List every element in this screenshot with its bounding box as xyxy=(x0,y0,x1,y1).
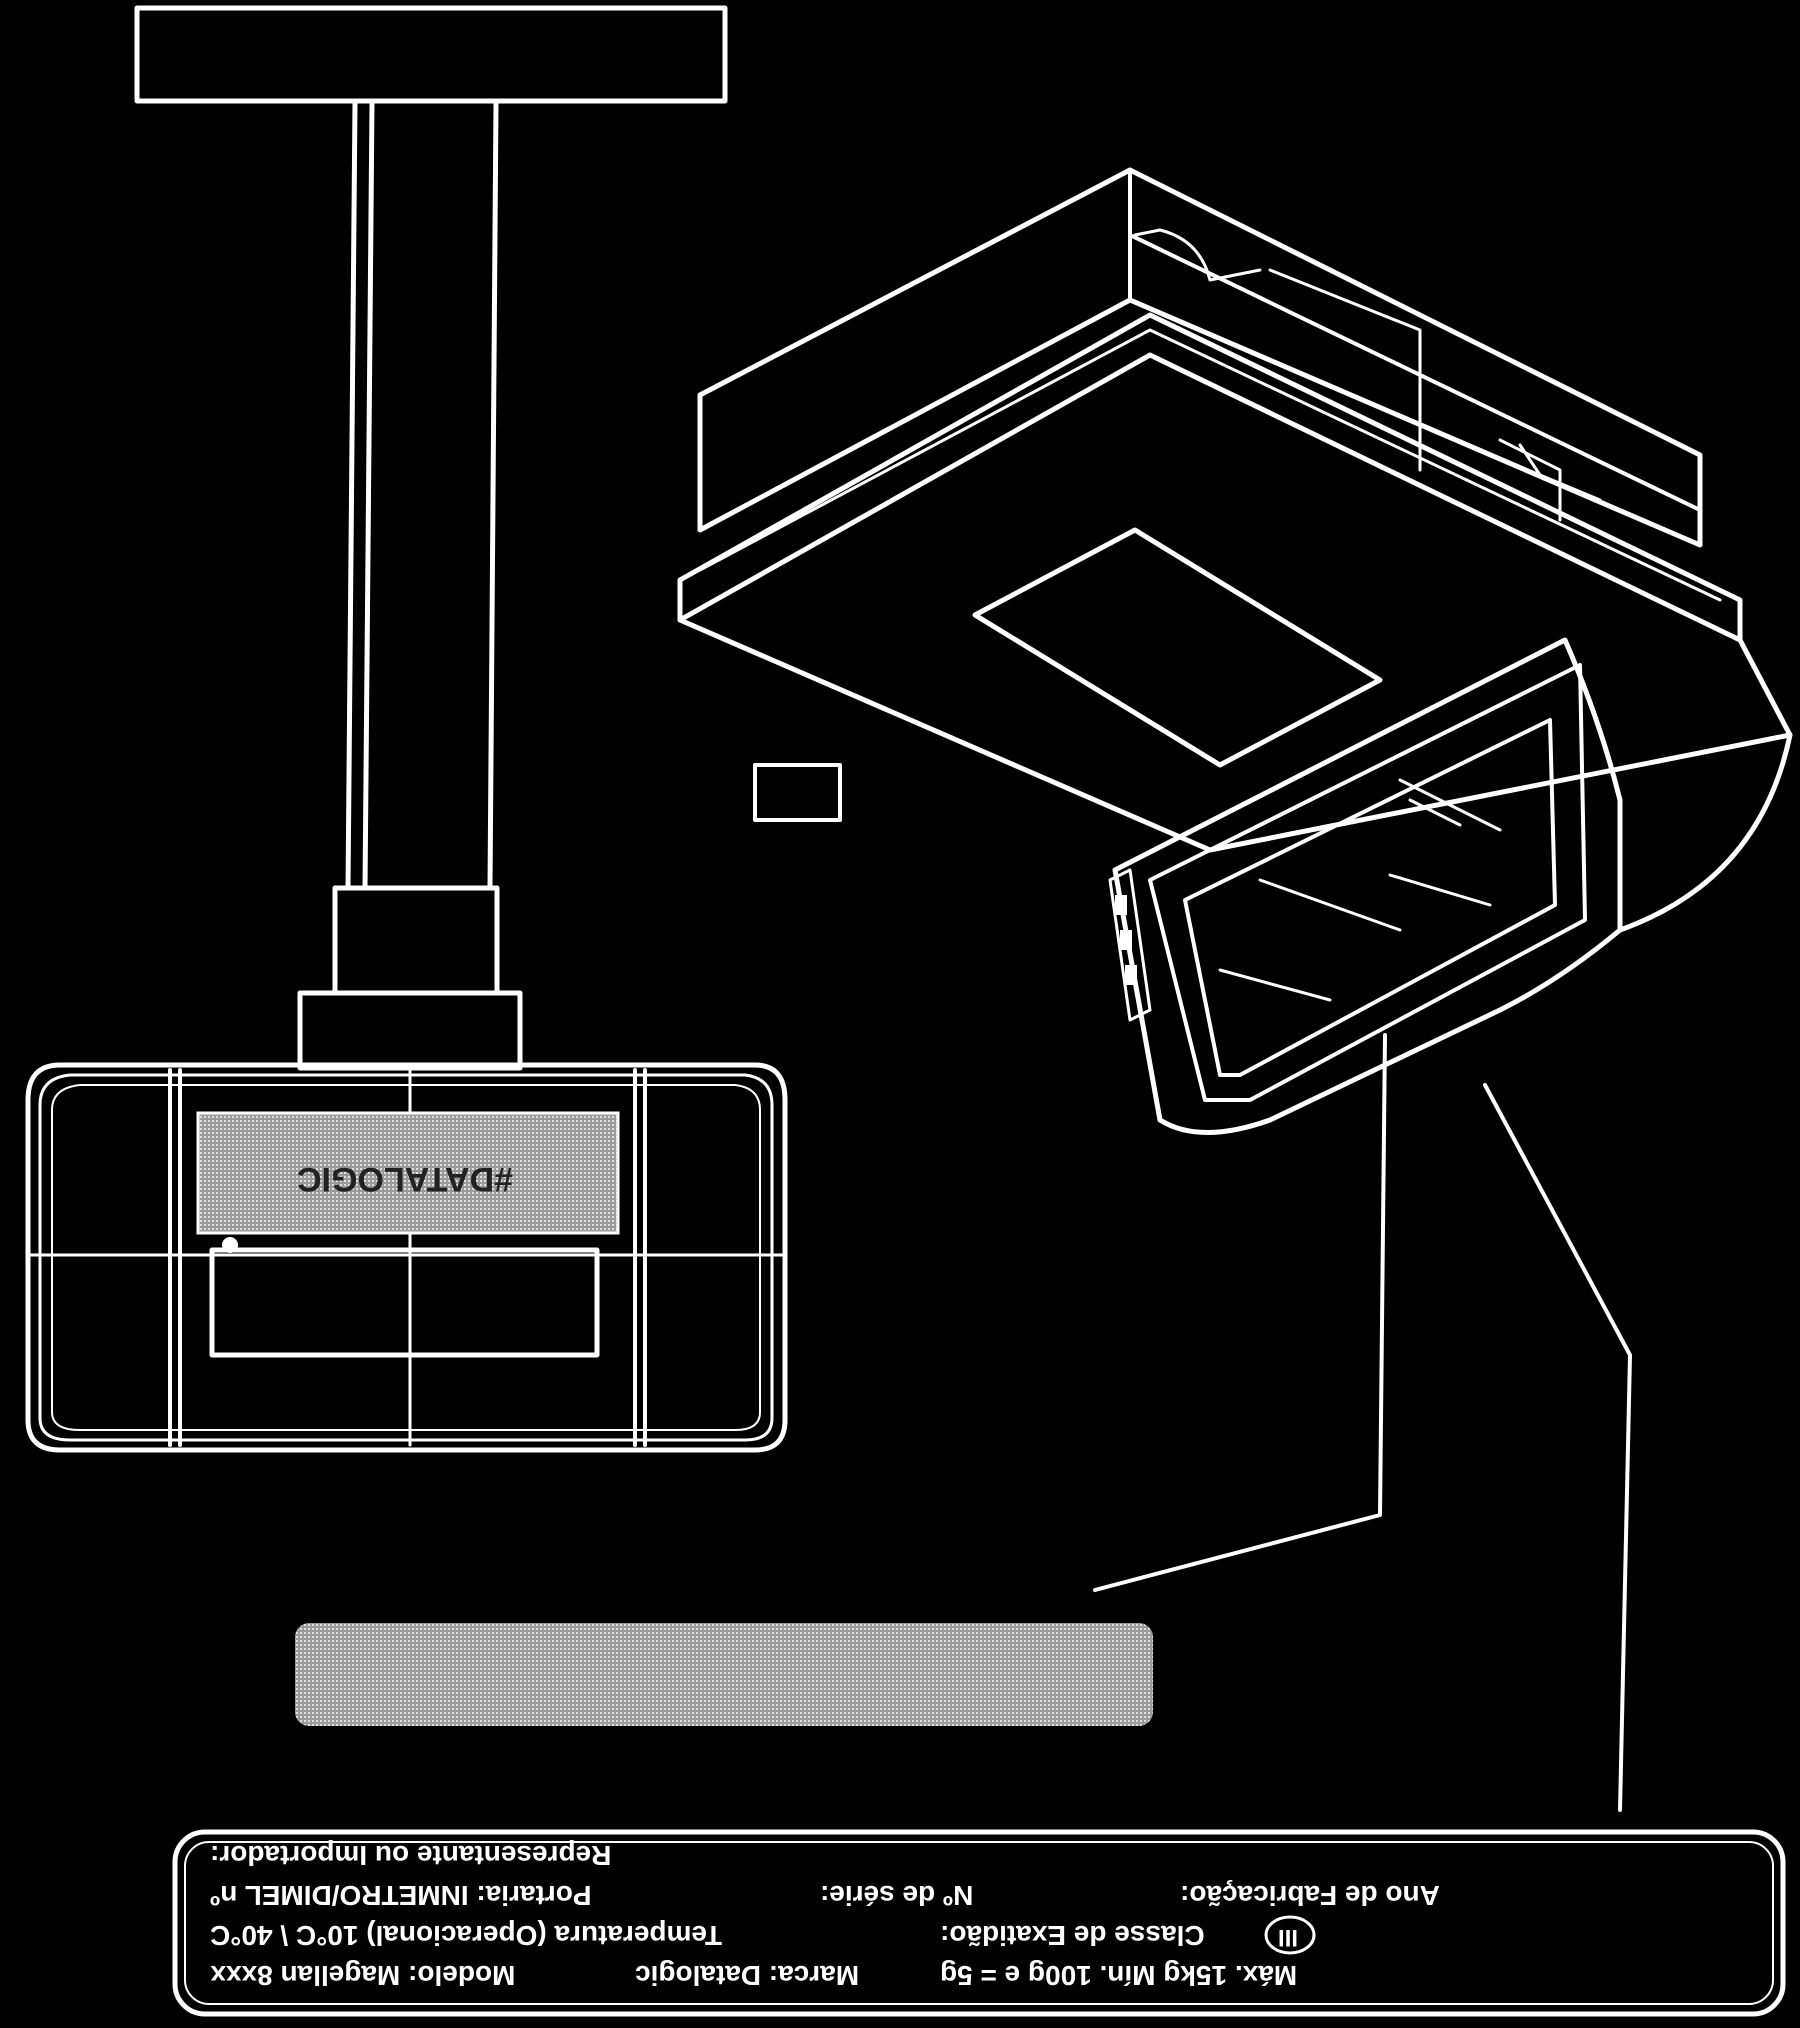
display-tower: #DATALOGIC xyxy=(25,5,788,1453)
plate-line-accuracy-class: Classe de Exatidão: xyxy=(940,1920,1205,1951)
tower-collar xyxy=(332,885,500,996)
vertical-glass-frame xyxy=(1183,718,1557,1077)
plate-line-capacity: Máx. 15kg Mín. 100g e = 5g xyxy=(940,1960,1297,1991)
plate-line-year: Ano de Fabricação: xyxy=(1180,1880,1440,1911)
grey-label-area xyxy=(295,1623,1153,1726)
display-lower-panel xyxy=(209,1247,600,1358)
scanner-unit xyxy=(677,167,1793,1135)
plate-line-serial: Nº de série: xyxy=(820,1880,973,1911)
scale-logo: #DATALOGIC xyxy=(297,1160,513,1198)
plate-line-model: Modelo: Magellan 8xxx xyxy=(210,1960,515,1991)
leader-line-1 xyxy=(1093,1033,1387,1592)
scan-window xyxy=(972,527,1383,768)
small-square-marker xyxy=(753,763,842,822)
tower-top-plate xyxy=(134,5,728,104)
display-screen xyxy=(196,1111,620,1235)
plate-line-brand: Marca: Datalogic xyxy=(635,1960,859,1991)
plate-accuracy-class-value: III xyxy=(1278,1924,1298,1951)
leader-line-2 xyxy=(1483,1083,1632,1812)
display-housing xyxy=(25,1062,788,1453)
scanner-tray-lip xyxy=(677,312,1743,643)
vertical-housing xyxy=(1112,637,1623,1135)
identification-plate: Modelo: Magellan 8xxx Marca: Datalogic M… xyxy=(172,1829,1786,2017)
plate-frame xyxy=(172,1829,1786,2017)
scanner-base xyxy=(677,617,1793,853)
tower-collar-lower xyxy=(297,990,523,1071)
tower-column xyxy=(345,100,499,891)
plate-line-temperature: Temperatura (Operacional) 10°C \ 40°C xyxy=(210,1920,722,1951)
plate-line-importer: Representante ou Importador: xyxy=(210,1840,611,1871)
plate-line-ordinance: Portaria: INMETRO/DIMEL nº xyxy=(210,1880,592,1911)
